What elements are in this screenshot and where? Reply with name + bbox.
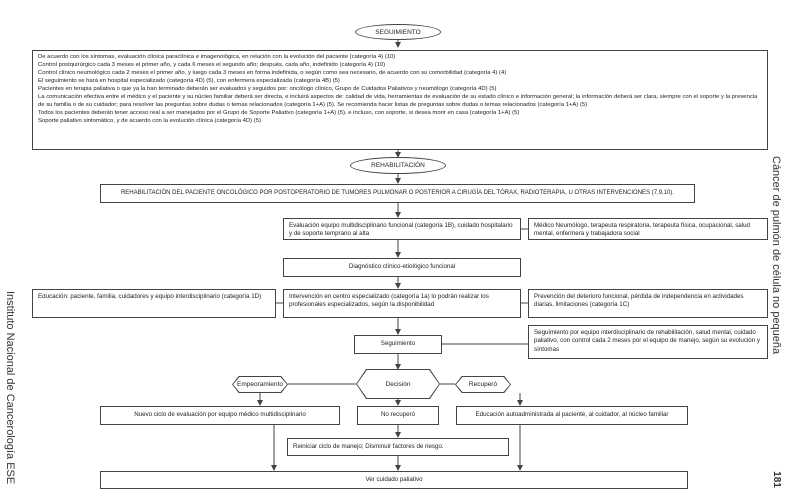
empeoramiento-label: Empeoramiento	[233, 377, 287, 392]
page-number: 181	[770, 471, 782, 488]
ver-cuidado-box: Ver cuidado paliativo	[100, 471, 688, 489]
seguimiento-item: Soporte paliativo sintomático, y de acue…	[38, 117, 261, 124]
intervencion-box: Intervención en centro especializado (ca…	[283, 289, 521, 318]
decision-label: Decisión	[357, 370, 439, 398]
seguimiento-box: Seguimiento	[354, 335, 442, 354]
medico-neumologo-box: Médico Neumólogo, terapeuta respiratoria…	[528, 218, 768, 240]
seguimiento-item: De acuerdo con los síntomas, evaluación …	[38, 54, 396, 60]
seguimiento-item: El seguimiento se hará en hospital espec…	[38, 77, 340, 84]
rehabilitacion-header: REHABILITACIÓN	[350, 157, 446, 174]
diagnostico-box: Diagnóstico clínico-etiológico funcional	[283, 258, 521, 277]
empeoramiento-node: Empeoramiento	[232, 376, 288, 393]
seguimiento-item: La comunicación efectiva entre el médico…	[38, 93, 758, 108]
decision-node: Decisión	[356, 369, 440, 399]
seguimiento-item: Control postquirúrgico cada 3 meses el p…	[38, 61, 386, 68]
recupero-label: Recuperó	[456, 377, 510, 392]
evaluacion-equipo-box: Evaluación equipo multidisciplinario fun…	[283, 218, 521, 240]
recupero-node: Recuperó	[455, 376, 511, 393]
seguimiento-item: Control clínico neumológico cada 2 meses…	[38, 69, 507, 76]
seguimiento-list: De acuerdo con los síntomas, evaluación …	[32, 50, 768, 150]
educacion-auto-box: Educación autoadministrada al paciente, …	[456, 406, 688, 425]
seguimiento-equipo-box: Seguimiento por equipo interdisciplinari…	[528, 325, 768, 359]
seguimiento-header: SEGUIMIENTO	[355, 24, 441, 40]
rehab-title-box: REHABILITACIÓN DEL PACIENTE ONCOLÓGICO P…	[100, 184, 695, 203]
side-label-institute: Instituto Nacional de Cancerología ESE	[4, 291, 16, 485]
reiniciar-box: Reiniciar ciclo de manejo; Disminuir fac…	[287, 438, 509, 456]
no-recupero-box: No recuperó	[357, 406, 439, 425]
seguimiento-item: Pacientes en terapia paliativa o que ya …	[38, 85, 497, 92]
side-label-chapter: Cáncer de pulmón de célula no pequeña	[770, 156, 782, 355]
educacion-box: Educación: paciente, familia, cuidadores…	[32, 289, 276, 318]
prevencion-box: Prevención del deterioro funcional, pérd…	[528, 289, 768, 318]
nuevo-ciclo-box: Nuevo ciclo de evaluación por equipo méd…	[100, 406, 340, 425]
seguimiento-item: Todos los pacientes deberán tener acceso…	[38, 109, 520, 116]
